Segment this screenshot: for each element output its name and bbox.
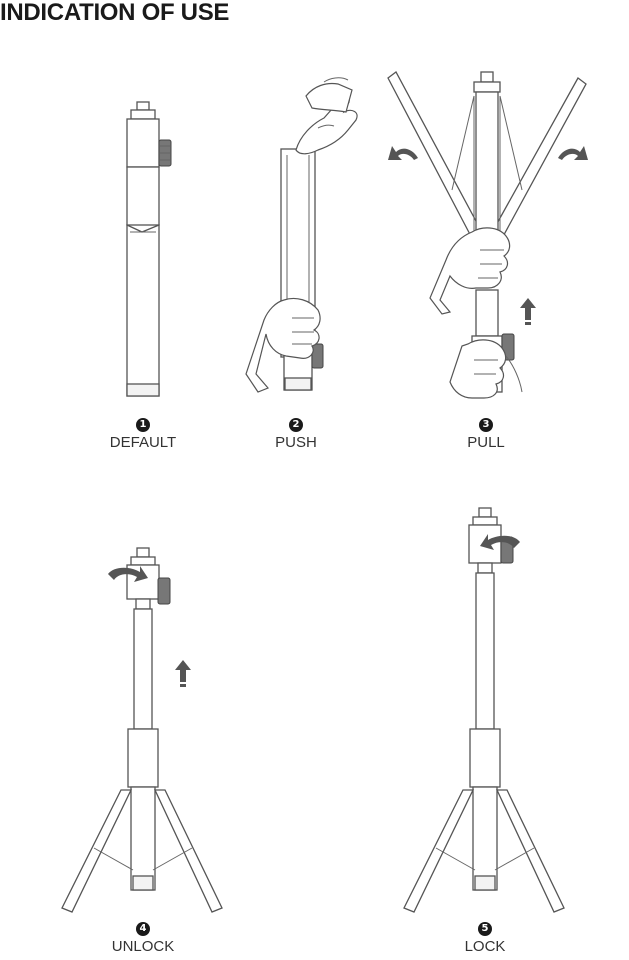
step-label: PULL — [467, 434, 505, 451]
unlock-up-arrow-icon — [175, 660, 191, 687]
unlock-rotate-arrow-icon — [108, 566, 148, 582]
step-label: DEFAULT — [109, 434, 177, 451]
unlock-tripod — [61, 547, 223, 913]
step-label: LOCK — [464, 938, 506, 955]
step-number-badge: 2 — [289, 418, 303, 432]
pull-hand-top — [429, 227, 511, 315]
page-title: INDICATION OF USE — [0, 0, 230, 26]
push-hand-top — [295, 77, 358, 155]
step-number-badge: 4 — [136, 922, 150, 936]
step-label: UNLOCK — [111, 938, 175, 955]
pull-up-arrow-icon — [520, 298, 536, 325]
default-folded-stick — [126, 101, 172, 397]
pull-hand-bottom — [449, 339, 523, 399]
step-pull: 3 PULL — [426, 414, 546, 451]
step-lock: 5 LOCK — [425, 918, 545, 955]
pull-tripod-legs — [387, 71, 587, 243]
step-number-badge: 5 — [478, 922, 492, 936]
step-unlock: 4 UNLOCK — [83, 918, 203, 955]
step-push: 2 PUSH — [236, 414, 356, 451]
step-label: PUSH — [275, 434, 317, 451]
lock-rotate-arrow-icon — [480, 534, 520, 550]
step-number-badge: 1 — [136, 418, 150, 432]
push-hand-bottom — [245, 297, 321, 393]
rotate-left-arrow-icon — [388, 146, 418, 160]
rotate-right-arrow-icon — [558, 146, 588, 160]
step-default: 1 DEFAULT — [83, 414, 203, 451]
lock-tripod — [403, 507, 565, 913]
step-number-badge: 3 — [479, 418, 493, 432]
